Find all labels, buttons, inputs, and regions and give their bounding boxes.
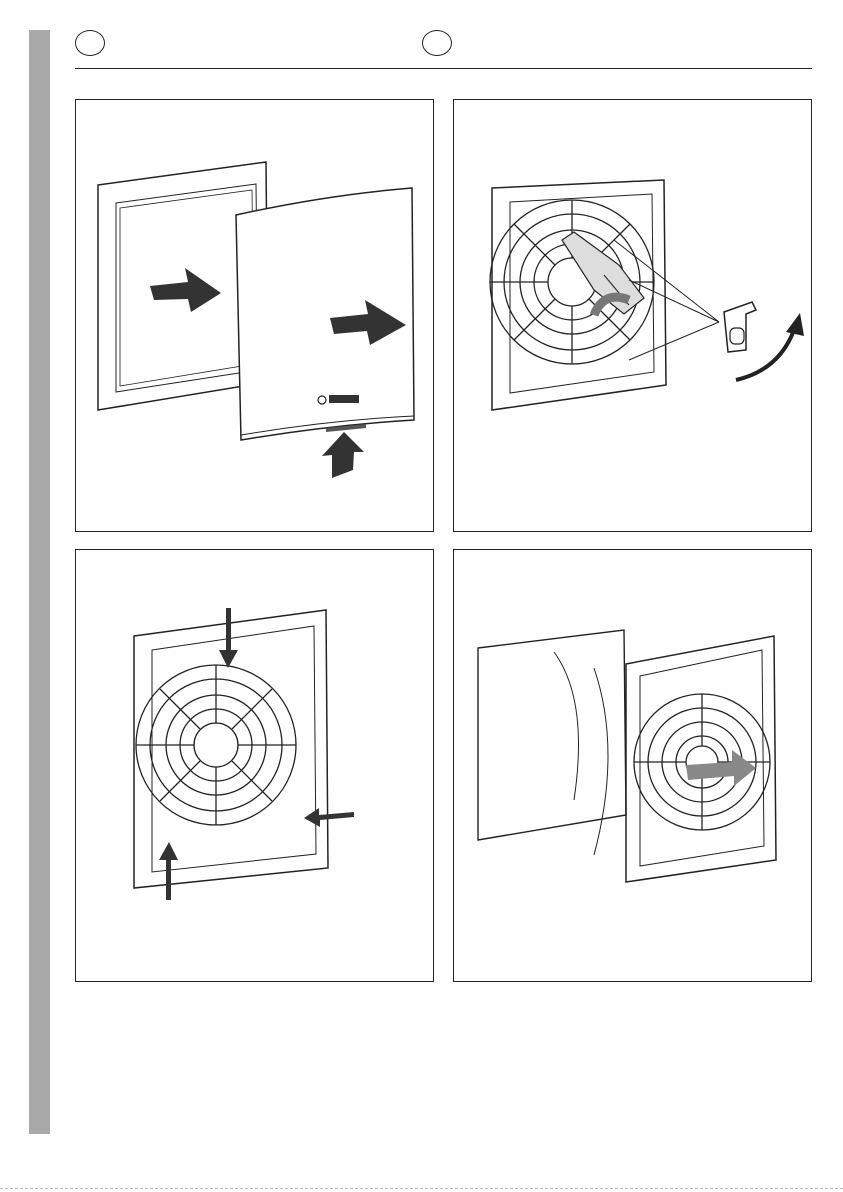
- cover-removal-illustration: [76, 100, 433, 531]
- pull-fan-illustration: [454, 550, 811, 981]
- header-rule: [75, 68, 812, 69]
- clip-part-icon: [724, 302, 756, 352]
- figure-panel-4: [453, 549, 812, 982]
- fan-grille: [634, 694, 770, 830]
- housing-box: [478, 630, 626, 855]
- figure-panel-3: [75, 549, 434, 982]
- figure-panel-2: [453, 99, 812, 532]
- press-arrow-icon: [159, 608, 354, 900]
- fan-grille: [136, 665, 296, 825]
- press-tabs-illustration: [76, 550, 433, 981]
- clip-release-illustration: [454, 100, 811, 531]
- language-badge-right: [422, 30, 452, 56]
- language-badge-left: [75, 30, 105, 56]
- figure-panel-1: [75, 99, 434, 532]
- trim-line: [0, 1188, 843, 1189]
- side-strip: [29, 30, 50, 1134]
